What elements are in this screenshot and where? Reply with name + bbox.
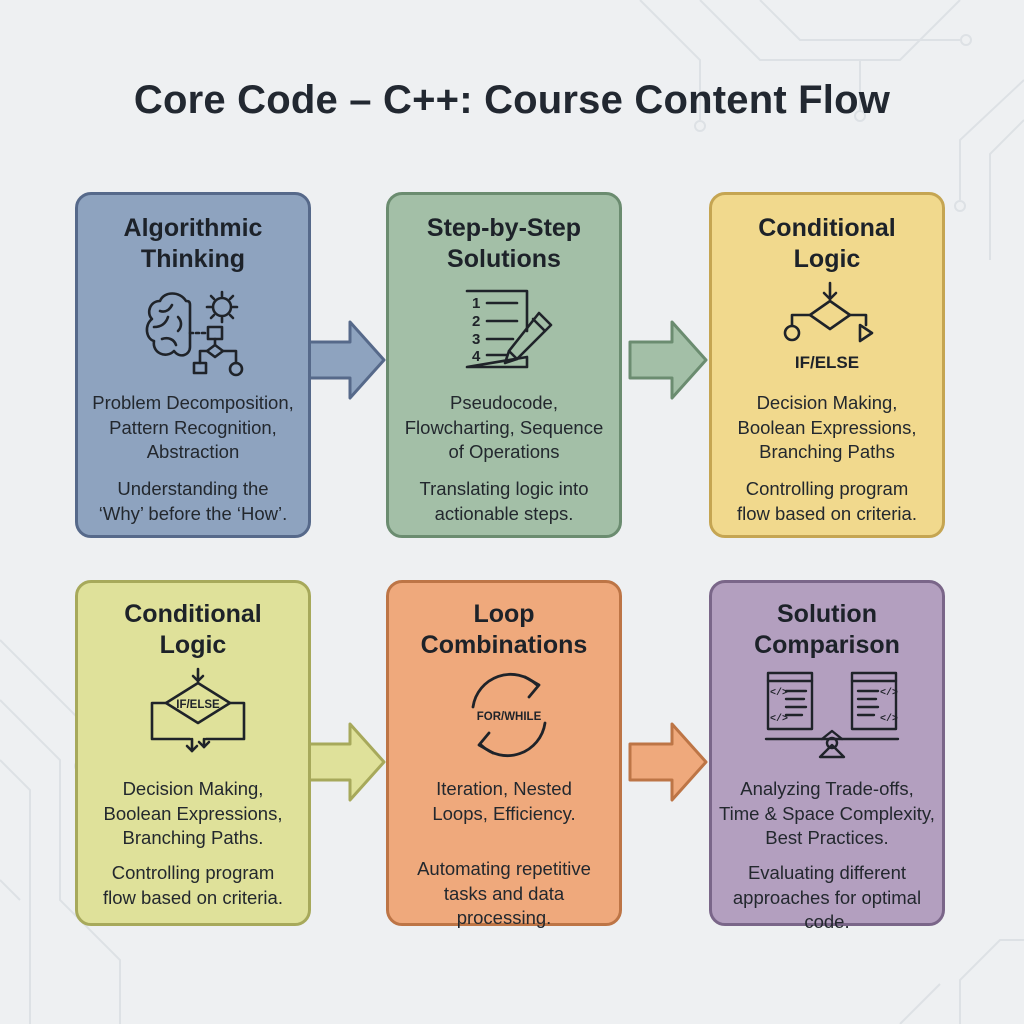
loop-arrows-icon: FOR/WHILE [471, 672, 547, 758]
card-description: Iteration, Nested Loops, Efficiency. [432, 778, 576, 824]
card-conditional-logic-bottom: Conditional Logic IF/ELSE Decision Makin… [75, 580, 311, 926]
card-title: Step-by-Step Solutions [426, 214, 582, 273]
card-description: Decision Making, Boolean Expressions, Br… [737, 392, 917, 462]
code-glyph: </> [880, 687, 898, 699]
if-else-flowchart-icon: IF/ELSE [150, 667, 246, 753]
code-glyph: </> [770, 687, 788, 699]
brain-gear-flowchart-icon [145, 290, 244, 377]
page-title: Core Code – C++: Course Content Flow [133, 78, 891, 122]
list-number: 3 [472, 331, 480, 348]
list-number: 1 [472, 295, 480, 312]
card-title: Conditional Logic [758, 214, 896, 273]
card-note: Understanding the ‘Why’ before the ‘How’… [98, 478, 288, 524]
flow-arrow-2-to-3 [628, 320, 708, 400]
card-description: Analyzing Trade-offs, Time & Space Compl… [719, 778, 935, 848]
list-number: 4 [472, 348, 481, 365]
card-description: Pseudocode, Flowcharting, Sequence of Op… [404, 392, 604, 462]
flow-arrow-4-to-5 [306, 722, 386, 802]
card-title: Loop Combinations [420, 600, 588, 659]
flow-arrow-1-to-2 [306, 320, 386, 400]
code-glyph: </> [770, 713, 788, 725]
card-note: Evaluating different approaches for opti… [732, 862, 922, 932]
card-loop-combinations: Loop Combinations FOR/WHILE Iteration, N… [386, 580, 622, 928]
decision-diamond-icon [783, 281, 874, 343]
code-balance-scale-icon: </> </> </> </> [764, 671, 900, 759]
card-solution-comparison: Solution Comparison </> </> </> </> Anal… [709, 580, 945, 932]
card-note: Automating repetitive tasks and data pro… [417, 858, 591, 928]
numbered-list-pencil-icon: 1 2 3 4 [465, 289, 553, 369]
list-number: 2 [472, 313, 480, 330]
card-title: Solution Comparison [754, 600, 900, 659]
card-title: Algorithmic Thinking [123, 214, 263, 273]
card-algorithmic-thinking: Algorithmic Thinking Problem Decompositi… [75, 192, 311, 538]
card-note: Controlling program flow based on criter… [103, 862, 283, 908]
card-conditional-logic-top: Conditional Logic IF/ELSE Decision Makin… [709, 192, 945, 538]
flow-arrow-5-to-6 [628, 722, 708, 802]
card-note: Translating logic into actionable steps. [419, 478, 589, 524]
card-note: Controlling program flow based on criter… [737, 478, 917, 524]
card-step-by-step-solutions: Step-by-Step Solutions 1 2 3 4 Pseudocod… [386, 192, 622, 538]
if-else-label: IF/ELSE [794, 353, 860, 372]
if-else-label: IF/ELSE [176, 699, 220, 711]
card-description: Problem Decomposition, Pattern Recogniti… [92, 392, 294, 462]
code-glyph: </> [880, 713, 898, 725]
for-while-label: FOR/WHILE [477, 711, 542, 723]
card-title: Conditional Logic [124, 600, 262, 659]
card-description: Decision Making, Boolean Expressions, Br… [103, 778, 283, 848]
